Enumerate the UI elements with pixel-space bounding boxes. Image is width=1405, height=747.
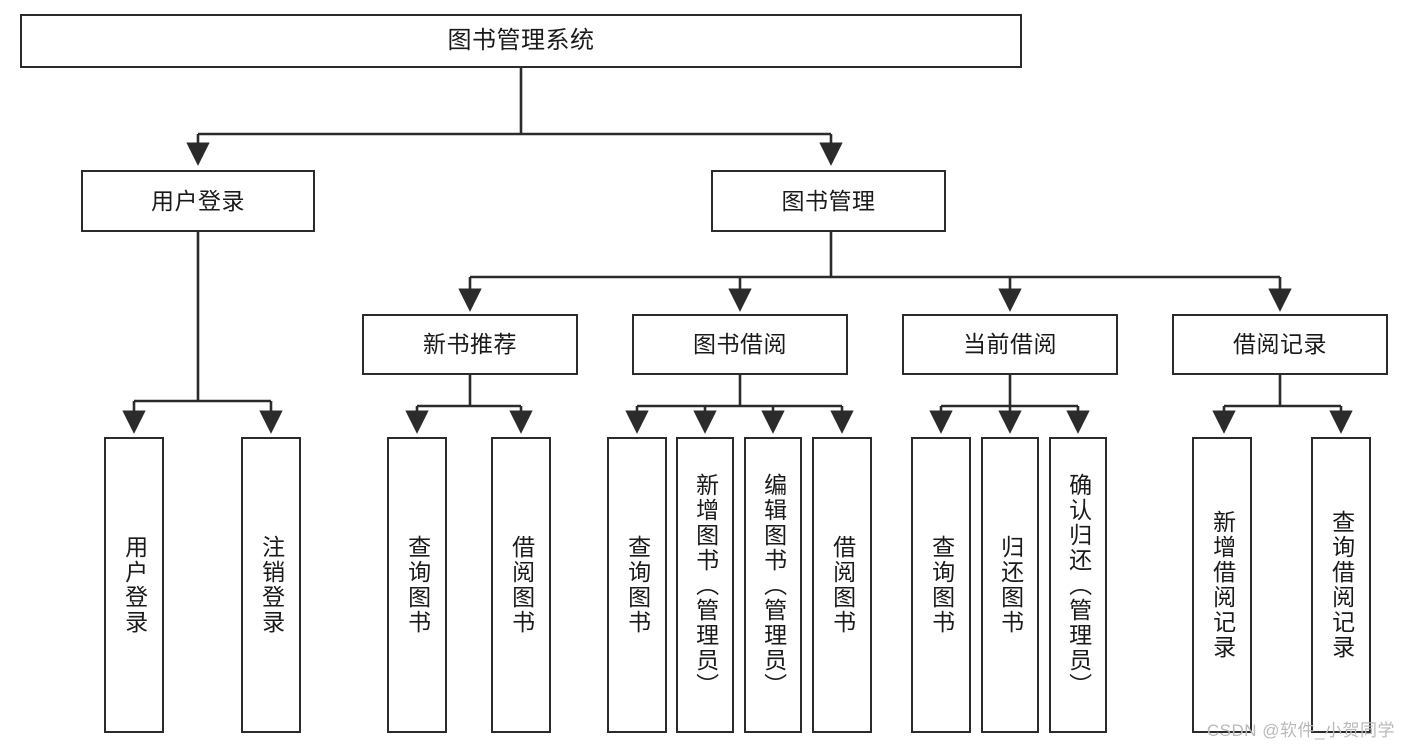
node-label: 用户登录 — [151, 187, 245, 214]
node-user-login[interactable]: 用户登录 — [81, 170, 315, 232]
node-label: 图书管理 — [781, 187, 876, 214]
leaf-borrow-query-book[interactable]: 查询图书 — [607, 437, 667, 733]
node-new-book-recommend[interactable]: 新书推荐 — [362, 314, 578, 375]
node-label: 新书推荐 — [423, 331, 517, 358]
node-label: 用户登录 — [121, 535, 148, 635]
node-label: 查询图书 — [404, 535, 431, 635]
node-label: 图书借阅 — [693, 331, 787, 358]
node-label: 查询借阅记录 — [1328, 510, 1355, 660]
node-label: 注销登录 — [258, 535, 285, 635]
leaf-borrow-edit-book-admin[interactable]: 编辑图书（管理员） — [744, 437, 802, 733]
node-label: 归还图书 — [997, 535, 1024, 635]
node-book-management[interactable]: 图书管理 — [711, 170, 946, 232]
leaf-record-query-borrow-record[interactable]: 查询借阅记录 — [1311, 437, 1371, 733]
leaf-current-return-book[interactable]: 归还图书 — [981, 437, 1039, 733]
watermark-text: CSDN @软件_小贺同学 — [1206, 721, 1395, 740]
node-label: 查询图书 — [624, 535, 651, 635]
leaf-current-query-book[interactable]: 查询图书 — [911, 437, 971, 733]
leaf-borrow-borrow-book[interactable]: 借阅图书 — [812, 437, 872, 733]
node-label: 当前借阅 — [963, 331, 1057, 358]
node-label: 图书管理系统 — [447, 27, 595, 55]
leaf-user-login[interactable]: 用户登录 — [104, 437, 164, 733]
node-label: 借阅图书 — [829, 535, 856, 635]
node-current-borrow[interactable]: 当前借阅 — [902, 314, 1118, 375]
node-label: 查询图书 — [928, 535, 955, 635]
leaf-record-add-borrow-record[interactable]: 新增借阅记录 — [1192, 437, 1252, 733]
leaf-recommend-query-book[interactable]: 查询图书 — [387, 437, 447, 733]
node-label: 编辑图书（管理员） — [760, 472, 787, 698]
node-root-system[interactable]: 图书管理系统 — [20, 14, 1022, 68]
node-label: 借阅图书 — [508, 535, 535, 635]
node-label: 新增图书（管理员） — [692, 472, 719, 698]
node-book-borrow[interactable]: 图书借阅 — [632, 314, 848, 375]
node-borrow-record[interactable]: 借阅记录 — [1172, 314, 1388, 375]
leaf-borrow-add-book-admin[interactable]: 新增图书（管理员） — [676, 437, 734, 733]
node-label: 新增借阅记录 — [1209, 510, 1236, 660]
node-label: 借阅记录 — [1233, 331, 1327, 358]
leaf-recommend-borrow-book[interactable]: 借阅图书 — [491, 437, 551, 733]
node-label: 确认归还（管理员） — [1065, 472, 1092, 698]
leaf-user-logout[interactable]: 注销登录 — [241, 437, 301, 733]
leaf-current-confirm-return-admin[interactable]: 确认归还（管理员） — [1049, 437, 1107, 733]
